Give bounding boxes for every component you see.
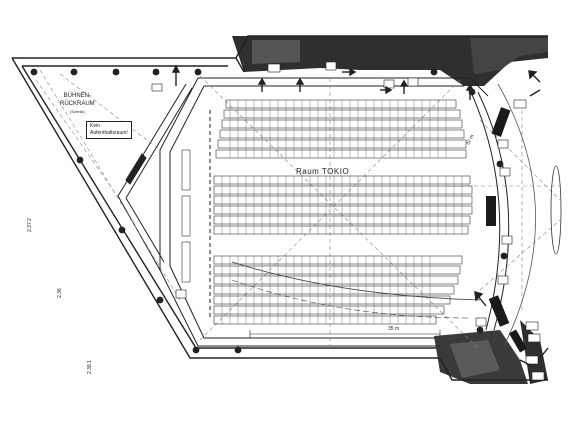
building-outline (11, 35, 548, 381)
seat-ticks (221, 100, 463, 324)
stage-area-label: BÜHNEN- RÜCKRAUM (Szenik) (60, 92, 95, 116)
stage-wall (117, 83, 193, 271)
dim-left-mid: 2.36 (57, 288, 63, 298)
no-stay-line2: Aufenthaltsraum! (90, 130, 128, 136)
seating-side (181, 149, 191, 283)
projection-ellipse (550, 165, 562, 255)
seating-block-middle (213, 175, 473, 235)
construction-lines (35, 69, 561, 351)
wall-segments (486, 107, 527, 353)
dim-left-bottom: 2.38.1 (87, 360, 93, 374)
room-name-label: Raum TOKIO (296, 167, 350, 176)
stage-area-line2: RÜCKRAUM (60, 101, 95, 107)
seating-block-bottom (213, 255, 463, 325)
stage-area-line1: BÜHNEN- (63, 93, 91, 99)
no-stay-box: Kein Aufenthaltsraum! (86, 121, 132, 139)
dim-left-top: 2.37.2 (27, 218, 33, 232)
bottom-dim-line (249, 330, 441, 338)
exit-signs (151, 61, 545, 381)
no-stay-line1: Kein (90, 123, 101, 129)
seating-block-top (215, 99, 467, 159)
dark-corridor (232, 36, 548, 86)
dim-bottom-mid: 35 m (388, 326, 400, 332)
stage-area-note: (Szenik) (70, 109, 85, 114)
dark-corridor-bottom (434, 320, 548, 384)
exit-arrows (171, 64, 549, 367)
